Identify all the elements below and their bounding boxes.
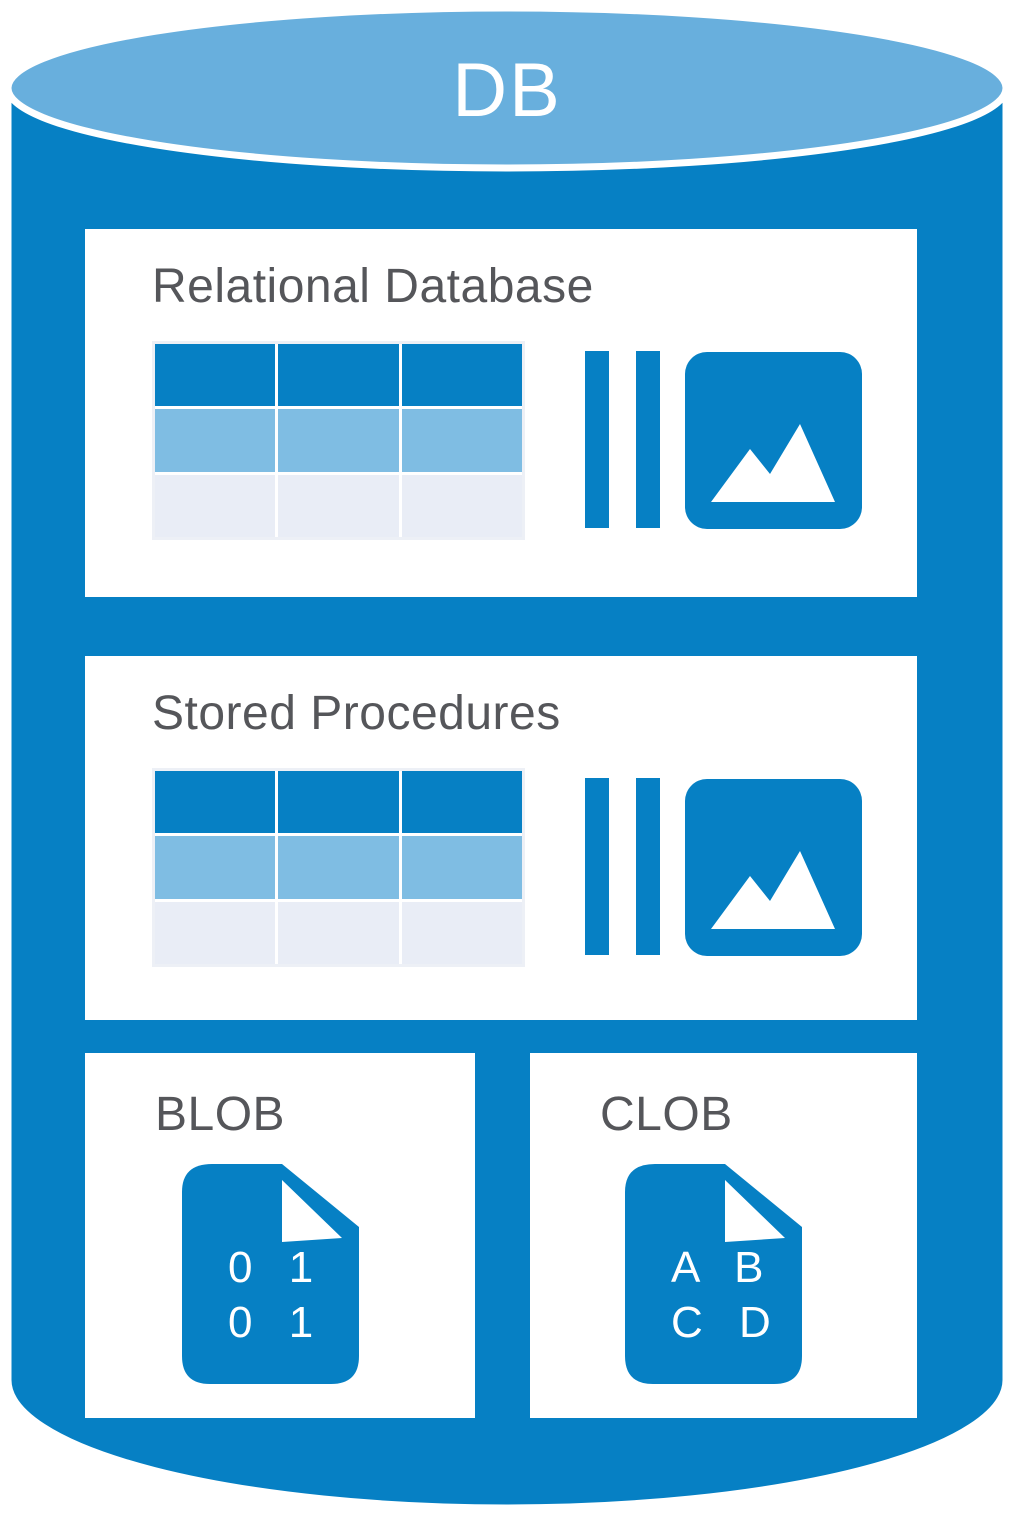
db-label: DB (452, 47, 562, 133)
doc-text: 0 1 0 1 (228, 1240, 325, 1350)
table-cell (155, 901, 276, 964)
column-bar-icon (585, 351, 609, 528)
panel-title: CLOB (600, 1088, 733, 1141)
table-cell (401, 344, 522, 407)
document-shape (625, 1164, 802, 1384)
panel-blob: BLOB 0 1 0 1 (85, 1053, 475, 1418)
folded-corner (725, 1180, 785, 1242)
doc-line: 0 1 (228, 1298, 326, 1347)
column-bar-icon (636, 778, 660, 955)
binary-document-icon: 0 1 0 1 (182, 1164, 359, 1384)
table-cell (278, 771, 399, 834)
table-cell (278, 474, 399, 537)
table-cell (155, 771, 276, 834)
table-cell (278, 836, 399, 899)
doc-text: A B C D (671, 1240, 783, 1350)
column-bar-icon (585, 778, 609, 955)
table-cell (155, 474, 276, 537)
image-icon (685, 779, 862, 956)
table-cell (401, 901, 522, 964)
image-icon (685, 352, 862, 529)
table-cell (401, 836, 522, 899)
panel-relational-database: Relational Database (85, 229, 917, 597)
mountain-glyph (711, 424, 835, 502)
text-document-icon: A B C D (625, 1164, 802, 1384)
table-cell (401, 771, 522, 834)
panel-clob: CLOB A B C D (530, 1053, 917, 1418)
doc-line: A B (671, 1243, 776, 1292)
doc-line: C D (671, 1298, 783, 1347)
table-cell (278, 344, 399, 407)
table-cell (278, 901, 399, 964)
table-cell (278, 409, 399, 472)
panel-title: BLOB (155, 1088, 286, 1141)
table-cell (155, 409, 276, 472)
table-icon (152, 768, 525, 967)
doc-line: 0 1 (228, 1243, 326, 1292)
panel-title: Stored Procedures (152, 687, 561, 740)
cylinder-top-ellipse (4, 4, 1010, 172)
table-cell (401, 409, 522, 472)
table-icon (152, 341, 525, 540)
document-shape (182, 1164, 359, 1384)
table-cell (155, 836, 276, 899)
mountain-glyph (711, 851, 835, 929)
folded-corner (282, 1180, 342, 1242)
panel-stored-procedures: Stored Procedures (85, 656, 917, 1020)
column-bar-icon (636, 351, 660, 528)
table-cell (155, 344, 276, 407)
panel-title: Relational Database (152, 260, 594, 313)
table-cell (401, 474, 522, 537)
